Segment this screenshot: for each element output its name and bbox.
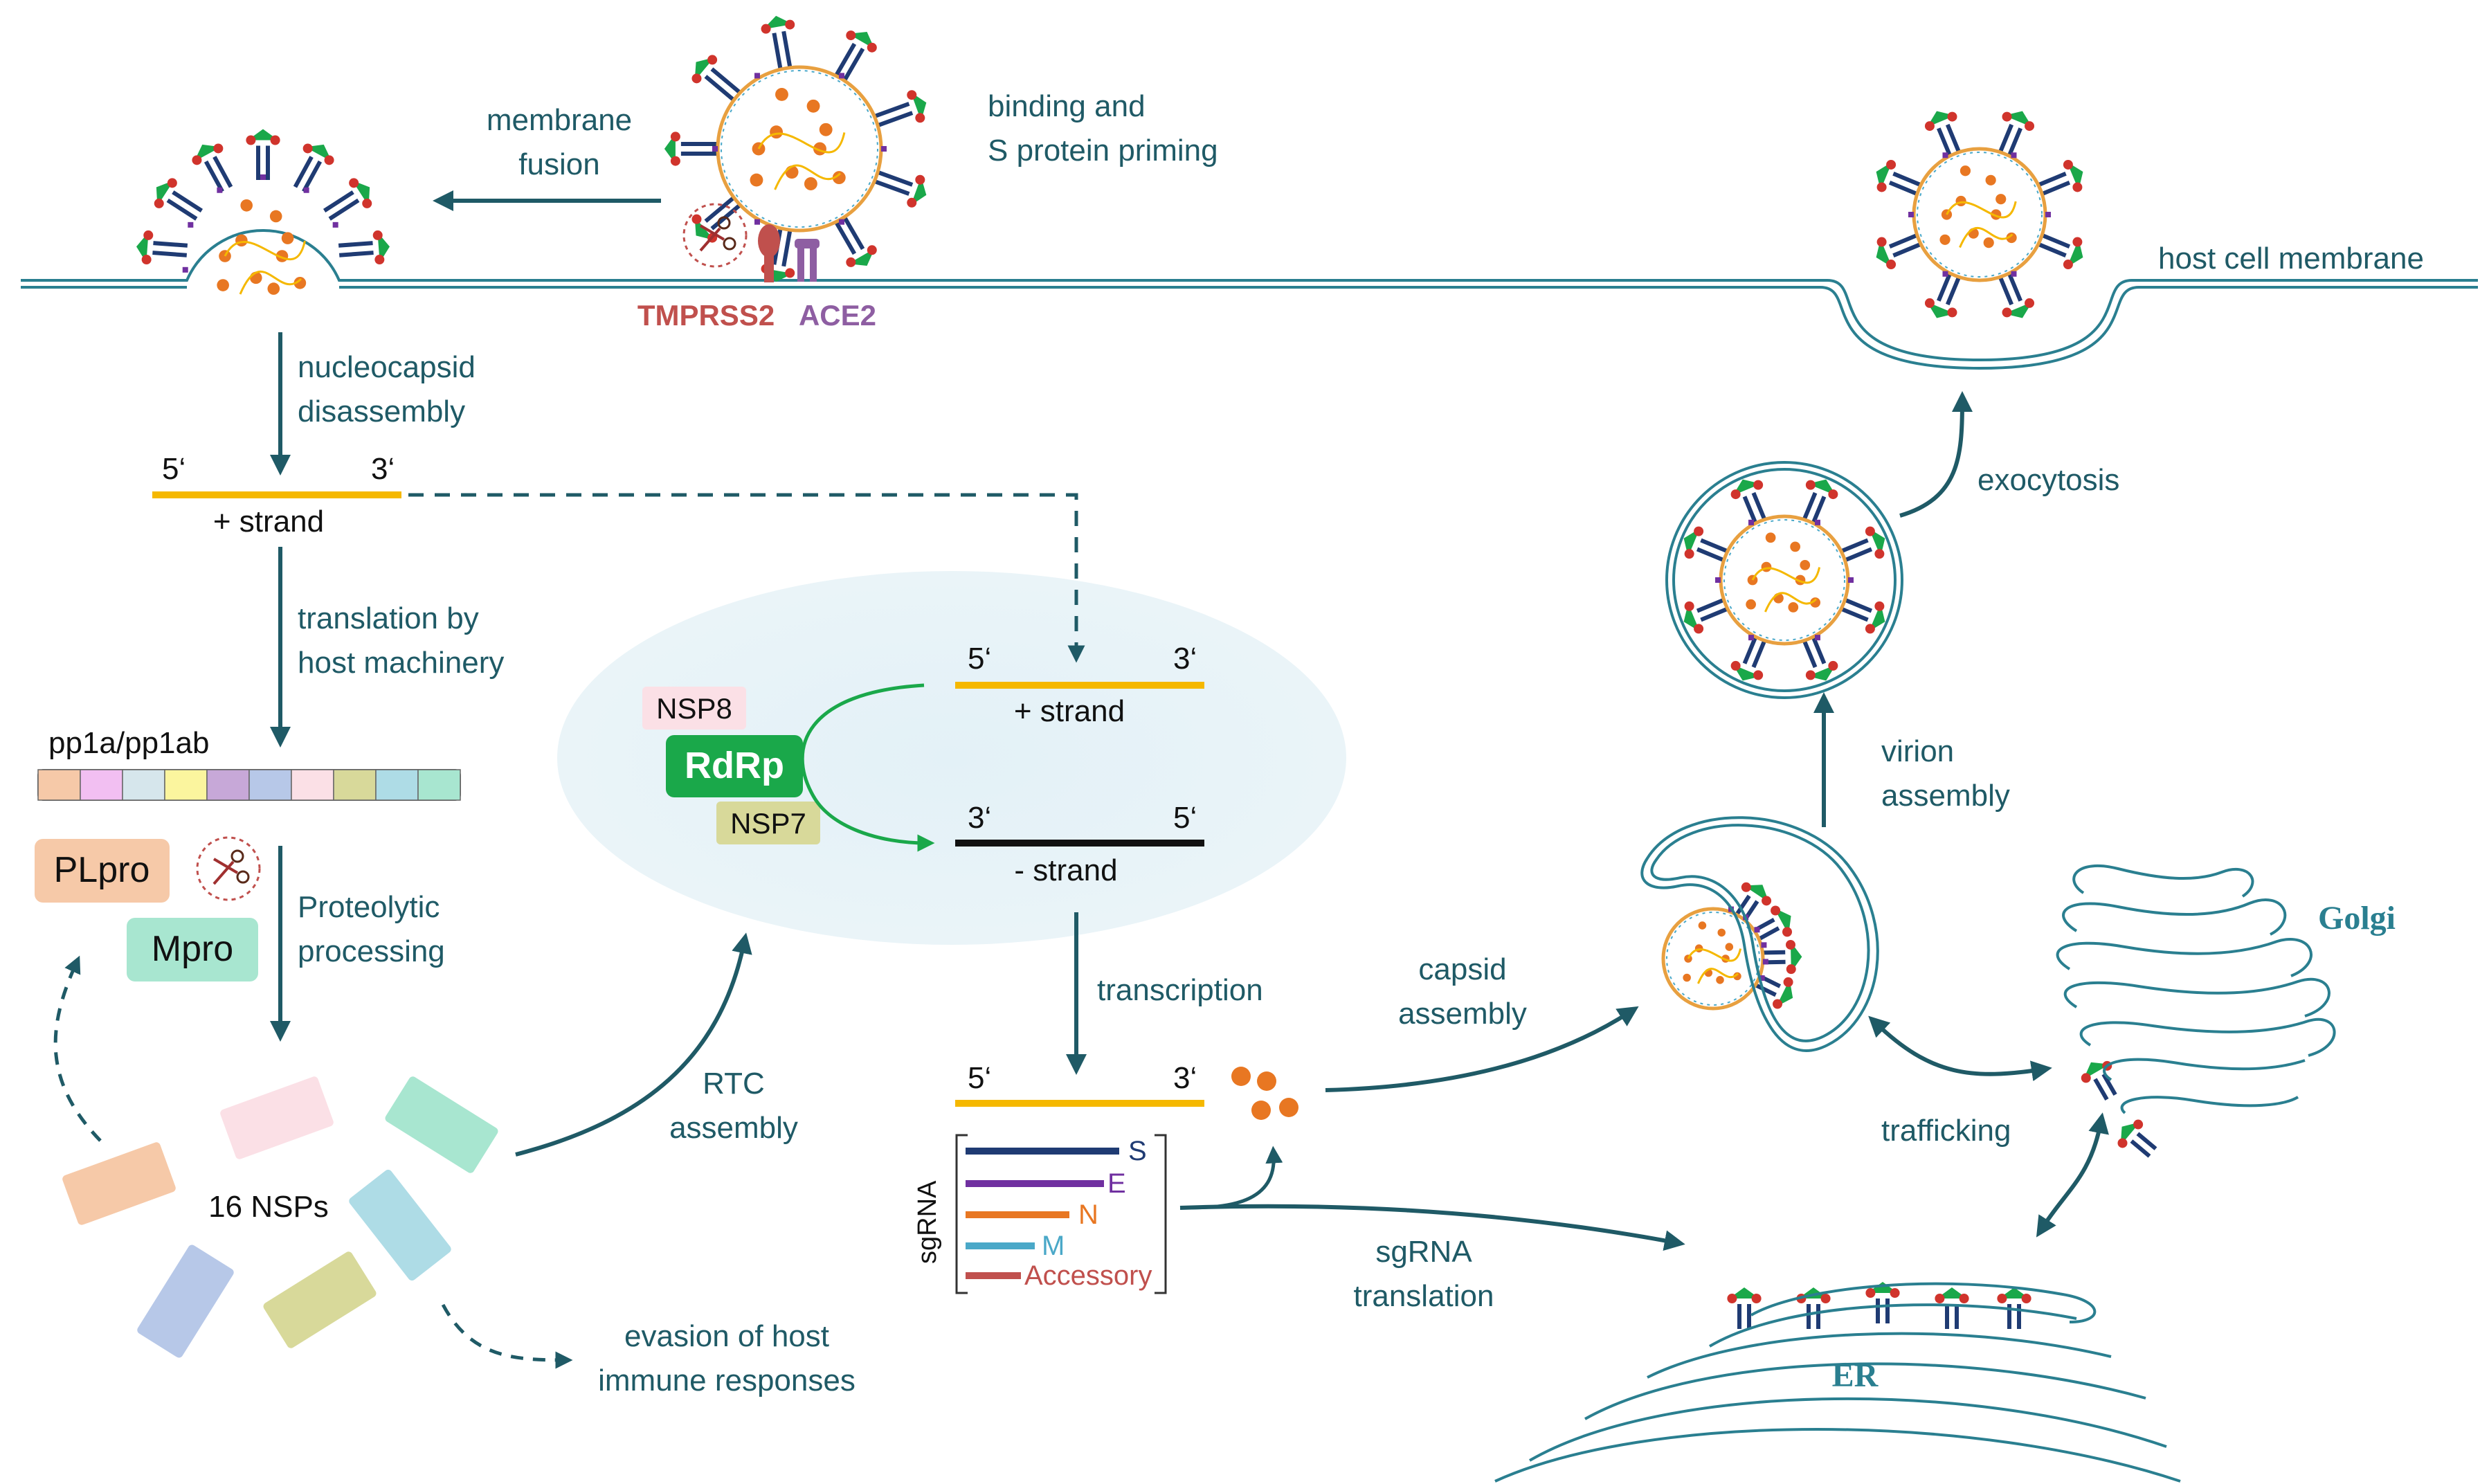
rtc-plus-strand-label: + strand [1014,694,1125,728]
transcription-label: transcription [1097,973,1263,1007]
rdrp-label: RdRp [685,745,784,786]
n-protein-dots [1231,1067,1298,1120]
genome-3prime: 3‘ [371,452,395,486]
polyprotein-label: pp1a/pp1ab [48,726,209,760]
sgrna-bracket [955,1134,1167,1294]
evasion-dashed-arrow [441,1303,573,1369]
endoplasmic-reticulum [1494,1282,2181,1483]
trafficking-arrow-lower [2036,1112,2109,1238]
host-cell-membrane [21,229,2478,370]
polyprotein-segment [333,769,377,801]
golgi-apparatus [2056,864,2336,1114]
trafficking-label: trafficking [1881,1114,2011,1148]
polyprotein-segment [37,769,81,801]
budding-compartment [1640,816,1879,1052]
trafficking-arrow-upper [1868,1015,2052,1082]
polyprotein-bar [37,769,461,801]
rtc-minus-strand-label: - strand [1014,853,1117,887]
nsp-blocks [62,1076,498,1358]
exocytosis-vesicle-outer [1665,461,1903,699]
mpro-label: Mpro [152,929,233,969]
genome-plus-strand-label: + strand [213,505,324,539]
sgrna-5prime: 5‘ [968,1061,991,1095]
exocytosis-vesicle-inner [1672,468,1897,692]
polyprotein-segment [291,769,334,801]
exocytosis-arrow [1899,391,1973,518]
genome-5prime: 5‘ [162,452,185,486]
protease-scissors-icon [196,836,261,901]
golgi-label: Golgi [2318,900,2396,936]
sgrna-s-label: S [1128,1136,1147,1166]
rtc-plus-5prime: 5‘ [968,642,991,676]
polyprotein-segment [417,769,461,801]
sgrna-label: sgRNA [913,1180,942,1264]
plpro-box [35,839,170,903]
rtc-background [557,571,1346,945]
rtc-minus-3prime: 3‘ [968,801,991,835]
polyprotein-segment [375,769,419,801]
polyprotein-segment [248,769,292,801]
sgrna-translation-arrow [1179,1204,1685,1251]
sgrna-n-label: N [1078,1200,1098,1230]
rdrp-box [666,735,803,797]
rtc-minus-5prime: 5‘ [1173,801,1197,835]
polyprotein-segment [206,769,250,801]
tmprss2-scissors-icon [682,203,748,268]
tmprss2-label: TMPRSS2 [637,299,775,332]
exocytosis-label: exocytosis [1977,463,2119,497]
sgrna-bars: S E N M Accessory [966,1136,1152,1291]
capsid-assembly-arrow [1325,1006,1639,1092]
sgrna-to-n-arrow [1179,1146,1283,1210]
polyprotein-segment [164,769,208,801]
sgrna-e-label: E [1107,1168,1126,1199]
nsp7-label: NSP7 [730,807,806,840]
tmprss2-receptor-icon [758,224,780,282]
genome-to-rtc-dashed-arrow [408,493,1085,663]
nsp7-box [716,802,820,844]
plpro-label: PLpro [54,850,150,890]
mpro-box [127,918,258,981]
virus-exocytosed [1876,111,2083,318]
rdrp-synthesis-arrow [800,683,935,852]
polyprotein-segment [80,769,123,801]
ace2-label: ACE2 [799,299,876,332]
sgrna-accessory-label: Accessory [1024,1260,1152,1291]
virus-fusing [136,129,390,295]
polyprotein-segment [122,769,165,801]
rtc-plus-3prime: 3‘ [1173,642,1197,676]
virus-assembling [1661,882,1802,1011]
virus-in-vesicle [1683,479,1885,681]
er-label: ER [1832,1357,1879,1394]
nsp-to-protease-dashed-arrow [53,955,102,1142]
nsp8-box [642,687,746,730]
rtc-assembly-arrow [515,932,752,1157]
nsp8-label: NSP8 [656,692,732,725]
ace2-receptor-icon [795,239,820,282]
host-cell-membrane-label: host cell membrane [2158,242,2424,275]
sgrna-3prime: 3‘ [1173,1061,1197,1095]
sgrna-m-label: M [1042,1231,1065,1261]
nsps-label: 16 NSPs [208,1190,329,1224]
